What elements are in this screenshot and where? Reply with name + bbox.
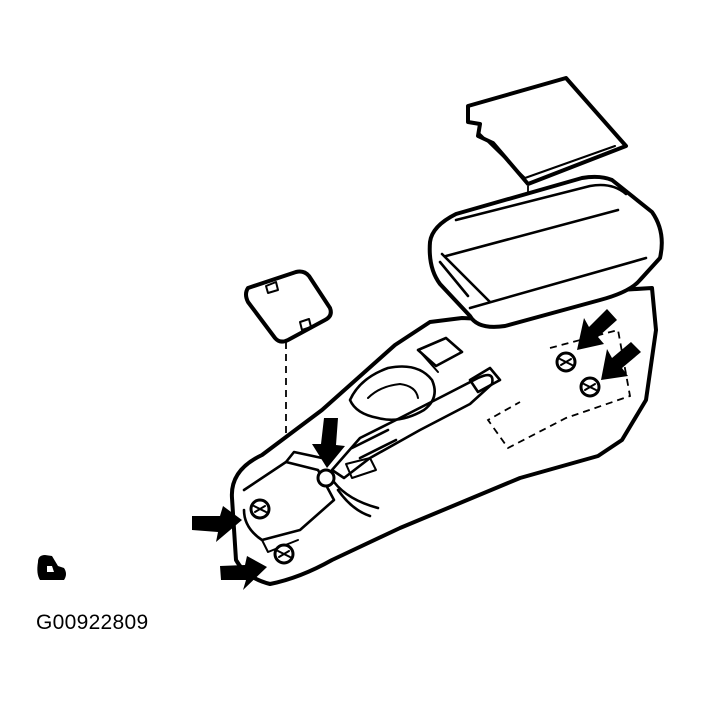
component-symbol-icon [37, 555, 66, 580]
fastener-clip-rear-lower [579, 376, 601, 398]
armrest-pad [466, 76, 628, 186]
fastener-clip-rear-upper [555, 351, 577, 373]
small-cover-panel [244, 269, 333, 344]
arrow-rear-lower [601, 342, 641, 380]
fastener-clip-front-lower [273, 543, 295, 565]
arrow-rear-upper [577, 309, 617, 350]
arrow-front-upper [192, 506, 242, 542]
fastener-clip-front-upper [249, 498, 271, 520]
arrow-front-lower [220, 556, 267, 590]
arrow-center-down [312, 418, 345, 468]
fastener-clip-center [316, 468, 336, 488]
figure-code: G00922809 [36, 611, 149, 634]
center-console [229, 174, 664, 586]
